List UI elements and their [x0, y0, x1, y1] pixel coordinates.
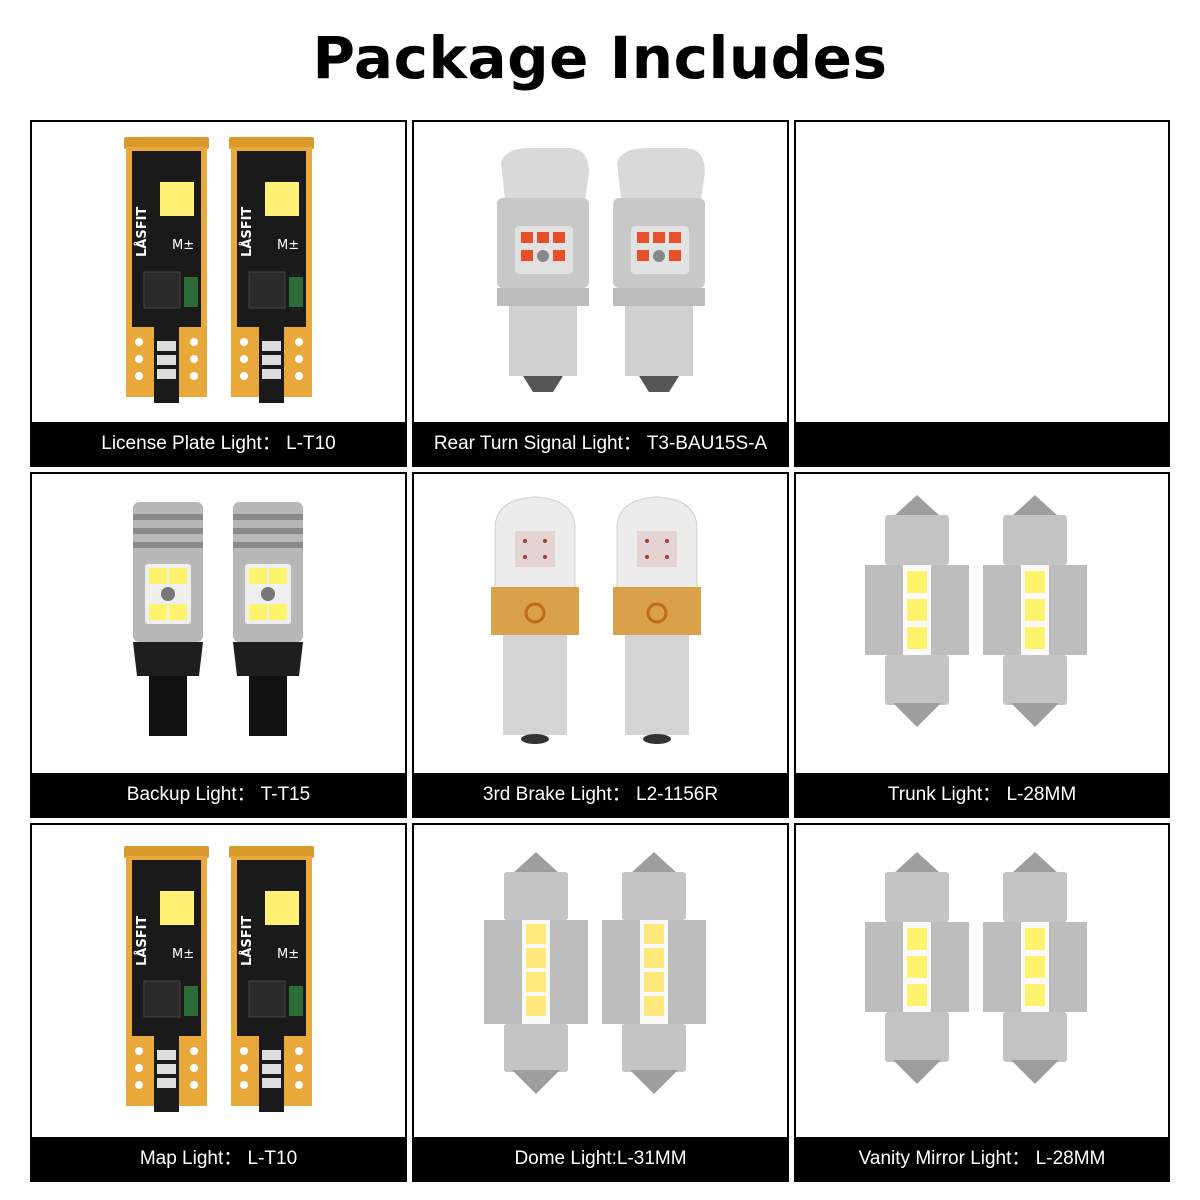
svg-text:M±: M± [172, 238, 194, 253]
product-cell-empty [794, 120, 1170, 467]
empty-image-area [796, 122, 1168, 422]
product-cell-trunk-light: Trunk Light： L-28MM [794, 472, 1170, 818]
product-grid: LÅSFIT M± License Plate Light： L-T10 [30, 120, 1170, 1182]
t15-bulb-icon [32, 474, 405, 773]
product-caption [796, 422, 1168, 465]
product-caption: 3rd Brake Light： L2-1156R [414, 773, 787, 816]
1156-bulb-icon [414, 474, 787, 773]
product-cell-license-plate: LÅSFIT M± License Plate Light： L-T10 [30, 120, 407, 467]
product-cell-dome-light: Dome Light:L-31MM [412, 823, 789, 1182]
product-caption: Dome Light:L-31MM [414, 1137, 787, 1180]
product-caption: Map Light： L-T10 [32, 1137, 405, 1180]
festoon-28mm-bulb-icon [796, 825, 1168, 1137]
t10-pcb-bulb-icon: LÅSFIT M± [32, 122, 405, 422]
product-caption: Rear Turn Signal Light： T3-BAU15S-A [414, 422, 787, 465]
product-cell-map-light: Map Light： L-T10 [30, 823, 407, 1182]
product-caption: Vanity Mirror Light： L-28MM [796, 1137, 1168, 1180]
product-cell-rear-turn-signal: Rear Turn Signal Light： T3-BAU15S-A [412, 120, 789, 467]
product-caption: License Plate Light： L-T10 [32, 422, 405, 465]
festoon-31mm-bulb-icon [414, 825, 787, 1137]
product-caption: Backup Light： T-T15 [32, 773, 405, 816]
product-cell-3rd-brake-light: 3rd Brake Light： L2-1156R [412, 472, 789, 818]
svg-text:LÅSFIT: LÅSFIT [134, 207, 150, 257]
festoon-28mm-bulb-icon [796, 474, 1168, 773]
product-cell-vanity-mirror-light: Vanity Mirror Light： L-28MM [794, 823, 1170, 1182]
product-caption: Trunk Light： L-28MM [796, 773, 1168, 816]
t10-pcb-bulb-icon [32, 825, 405, 1137]
page-title: Package Includes [312, 24, 888, 92]
product-cell-backup-light: Backup Light： T-T15 [30, 472, 407, 818]
bau15s-bulb-icon [414, 122, 787, 422]
